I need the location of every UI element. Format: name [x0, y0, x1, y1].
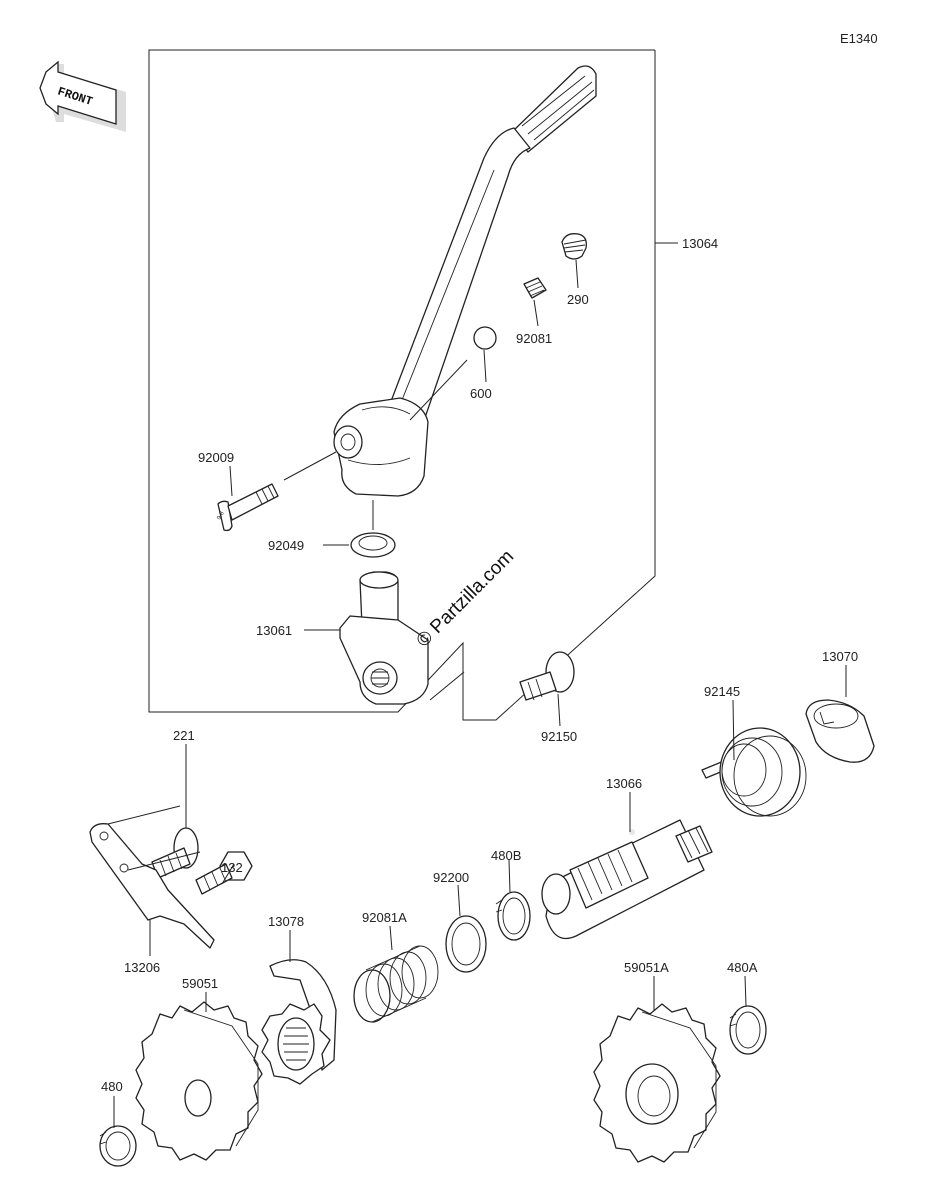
label-13064: 13064 — [682, 236, 718, 251]
part-13061-boss — [339, 571, 429, 705]
part-600-ball — [473, 326, 497, 350]
front-arrow-icon: FRONT — [39, 60, 126, 132]
label-92150: 92150 — [541, 729, 577, 744]
kick-pedal-arm — [333, 65, 597, 497]
label-13206: 13206 — [124, 960, 160, 975]
part-480A-circlip — [729, 1005, 767, 1055]
label-13066: 13066 — [606, 776, 642, 791]
part-221-screw — [151, 827, 199, 879]
part-92049-washer — [350, 532, 396, 558]
label-13061: 13061 — [256, 623, 292, 638]
part-59051-gear — [135, 1001, 263, 1161]
label-480B: 480B — [491, 848, 521, 863]
diagram-code: E1340 — [840, 31, 878, 46]
label-480A: 480A — [727, 960, 758, 975]
svg-text:9.8: 9.8 — [216, 510, 226, 521]
label-221: 221 — [173, 728, 195, 743]
label-480: 480 — [101, 1079, 123, 1094]
part-92150-bolt — [519, 651, 575, 701]
part-92081-spring — [523, 277, 547, 327]
part-92009-bolt: 9.8 — [216, 483, 279, 532]
label-92200: 92200 — [433, 870, 469, 885]
part-92200-washer — [445, 915, 487, 973]
label-92049: 92049 — [268, 538, 304, 553]
label-290: 290 — [567, 292, 589, 307]
part-480B-circlip — [495, 891, 531, 941]
part-13070-collar — [805, 699, 875, 763]
part-132-bolt — [195, 851, 253, 895]
part-13066-shaft — [541, 819, 713, 940]
label-13078: 13078 — [268, 914, 304, 929]
label-92145: 92145 — [704, 684, 740, 699]
part-92145-spring — [701, 727, 807, 817]
part-290-screw — [561, 233, 587, 289]
part-480-circlip — [99, 1125, 137, 1167]
label-132: 132 — [221, 860, 243, 875]
label-59051: 59051 — [182, 976, 218, 991]
label-92009: 92009 — [198, 450, 234, 465]
watermark: © Partzilla.com — [413, 546, 518, 651]
part-92081A-spring — [353, 945, 439, 1023]
label-600: 600 — [470, 386, 492, 401]
assembly-frame — [148, 49, 656, 721]
label-92081A: 92081A — [362, 910, 407, 925]
label-59051A: 59051A — [624, 960, 669, 975]
part-59051A-gear — [593, 1003, 721, 1163]
label-13070: 13070 — [822, 649, 858, 664]
label-92081: 92081 — [516, 331, 552, 346]
part-13078-ratchet — [261, 959, 337, 1085]
